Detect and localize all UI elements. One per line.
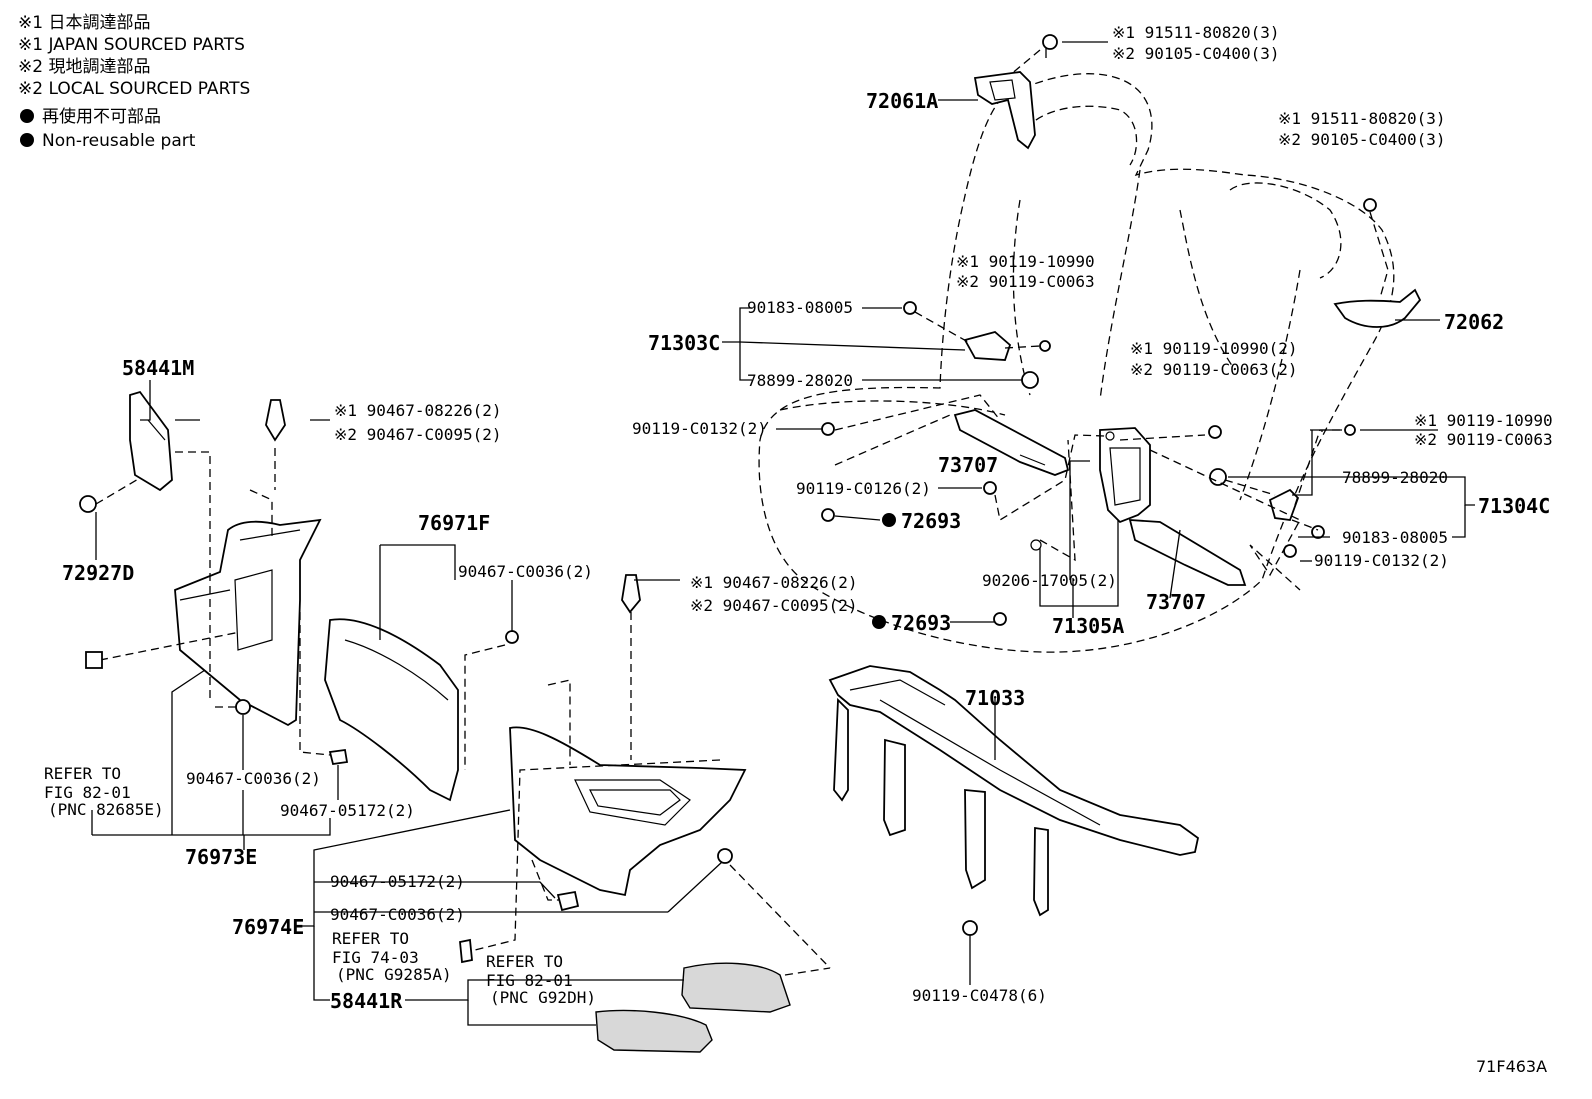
- callout-76974e: 76974E: [232, 915, 304, 939]
- trim-panel-76974e: [459, 574, 831, 969]
- grille-58441r: [595, 962, 831, 1053]
- refer-note-2-line-1: REFER TO: [332, 929, 409, 948]
- seat-frame-71033: [828, 665, 1200, 945]
- part-label: ※2 90119-C0063(2): [1130, 360, 1298, 379]
- callout-71303c: 71303C: [648, 331, 720, 355]
- callout-72061a: 72061A: [866, 89, 938, 113]
- part-label: ※1 91511-80820(3): [1278, 109, 1446, 128]
- refer-notes: REFER TO FIG 82-01 (PNC 82685E) REFER TO…: [44, 764, 596, 1007]
- part-label: ※1 91511-80820(3): [1112, 23, 1280, 42]
- part-label: 90467-C0036(2): [330, 905, 465, 924]
- seat-back-outline: [758, 73, 1395, 653]
- refer-note-1-line-1: REFER TO: [44, 764, 121, 783]
- callout-72693-lower: 72693: [891, 611, 951, 635]
- refer-note-3-line-3: (PNC G92DH): [490, 988, 596, 1007]
- part-label: 90467-C0036(2): [186, 769, 321, 788]
- refer-note-3-line-2: FIG 82-01: [486, 971, 573, 990]
- bracket-72061a: [973, 34, 1058, 150]
- non-reusable-dot-icon: [882, 513, 896, 527]
- part-label: 78899-28020: [747, 371, 853, 390]
- part-label: ※2 90105-C0400(3): [1112, 44, 1280, 63]
- part-label: ※1 90119-10990: [956, 252, 1095, 271]
- part-label: ※2 90105-C0400(3): [1278, 130, 1446, 149]
- callout-76973e: 76973E: [185, 845, 257, 869]
- fastener-labels: ※1 91511-80820(3) ※2 90105-C0400(3) ※1 9…: [186, 23, 1553, 1005]
- non-reusable-dot-icon: [20, 109, 34, 123]
- part-label: 90183-08005: [747, 298, 853, 317]
- legend-line-1: ※1 日本調達部品: [18, 13, 150, 33]
- refer-note-3-line-1: REFER TO: [486, 952, 563, 971]
- part-label: ※2 90467-C0095(2): [690, 596, 858, 615]
- leader-lines: [91, 41, 1475, 1026]
- panel-76971f: [324, 618, 519, 802]
- legend: ※1 日本調達部品 ※1 JAPAN SOURCED PARTS ※2 現地調達…: [18, 13, 250, 151]
- callout-73707-right: 73707: [1146, 590, 1206, 614]
- part-label: 90467-C0036(2): [458, 562, 593, 581]
- callout-58441m: 58441M: [122, 356, 194, 380]
- callout-72693-upper: 72693: [901, 509, 961, 533]
- part-label: 78899-28020: [1342, 468, 1448, 487]
- callout-72062: 72062: [1444, 310, 1504, 334]
- part-label: 90467-05172(2): [330, 872, 465, 891]
- callout-72927d: 72927D: [62, 561, 134, 585]
- part-label: ※1 90467-08226(2): [334, 401, 502, 420]
- non-reusable-dot-icon: [20, 133, 34, 147]
- callout-71033: 71033: [965, 686, 1025, 710]
- part-label: 90119-C0478(6): [912, 986, 1047, 1005]
- refer-note-1-line-3: (PNC 82685E): [48, 800, 164, 819]
- figure-id: 71F463A: [1476, 1057, 1547, 1076]
- part-label: 90119-C0132(2): [1314, 551, 1449, 570]
- legend-line-6: Non-reusable part: [42, 131, 196, 151]
- callout-71304c: 71304C: [1478, 494, 1550, 518]
- legend-line-4: ※2 LOCAL SOURCED PARTS: [18, 79, 250, 99]
- bracket-72062: [1333, 198, 1422, 328]
- part-label: ※2 90119-C0063: [956, 272, 1095, 291]
- part-label: 90119-C0126(2): [796, 479, 931, 498]
- callout-58441r: 58441R: [330, 989, 403, 1013]
- callout-71305a: 71305A: [1052, 614, 1124, 638]
- part-label: 90206-17005(2): [982, 571, 1117, 590]
- refer-note-2-line-2: FIG 74-03: [332, 948, 419, 967]
- trim-panel-76973e: [85, 399, 349, 766]
- part-label: 90183-08005: [1342, 528, 1448, 547]
- legend-line-5: 再使用不可部品: [42, 106, 161, 127]
- legend-line-2: ※1 JAPAN SOURCED PARTS: [18, 35, 245, 55]
- part-label: ※1 90119-10990(2): [1130, 339, 1298, 358]
- cover-58441m: [79, 390, 173, 513]
- part-label: ※2 90119-C0063: [1414, 430, 1553, 449]
- part-label: 90467-05172(2): [280, 801, 415, 820]
- part-label: ※1 90467-08226(2): [690, 573, 858, 592]
- refer-note-1-line-2: FIG 82-01: [44, 783, 131, 802]
- part-label: 90119-C0132(2): [632, 419, 767, 438]
- part-label: ※2 90467-C0095(2): [334, 425, 502, 444]
- callout-73707-left: 73707: [938, 453, 998, 477]
- refer-note-2-line-3: (PNC G9285A): [336, 965, 452, 984]
- part-label: ※1 90119-10990: [1414, 411, 1553, 430]
- seat-hinge-hardware: [821, 301, 1356, 626]
- non-reusable-dot-icon: [872, 615, 886, 629]
- callout-labels: 72061A 72062 71303C 71304C 71305A 73707 …: [62, 89, 1550, 1013]
- callout-76971f: 76971F: [418, 511, 490, 535]
- legend-line-3: ※2 現地調達部品: [18, 57, 150, 77]
